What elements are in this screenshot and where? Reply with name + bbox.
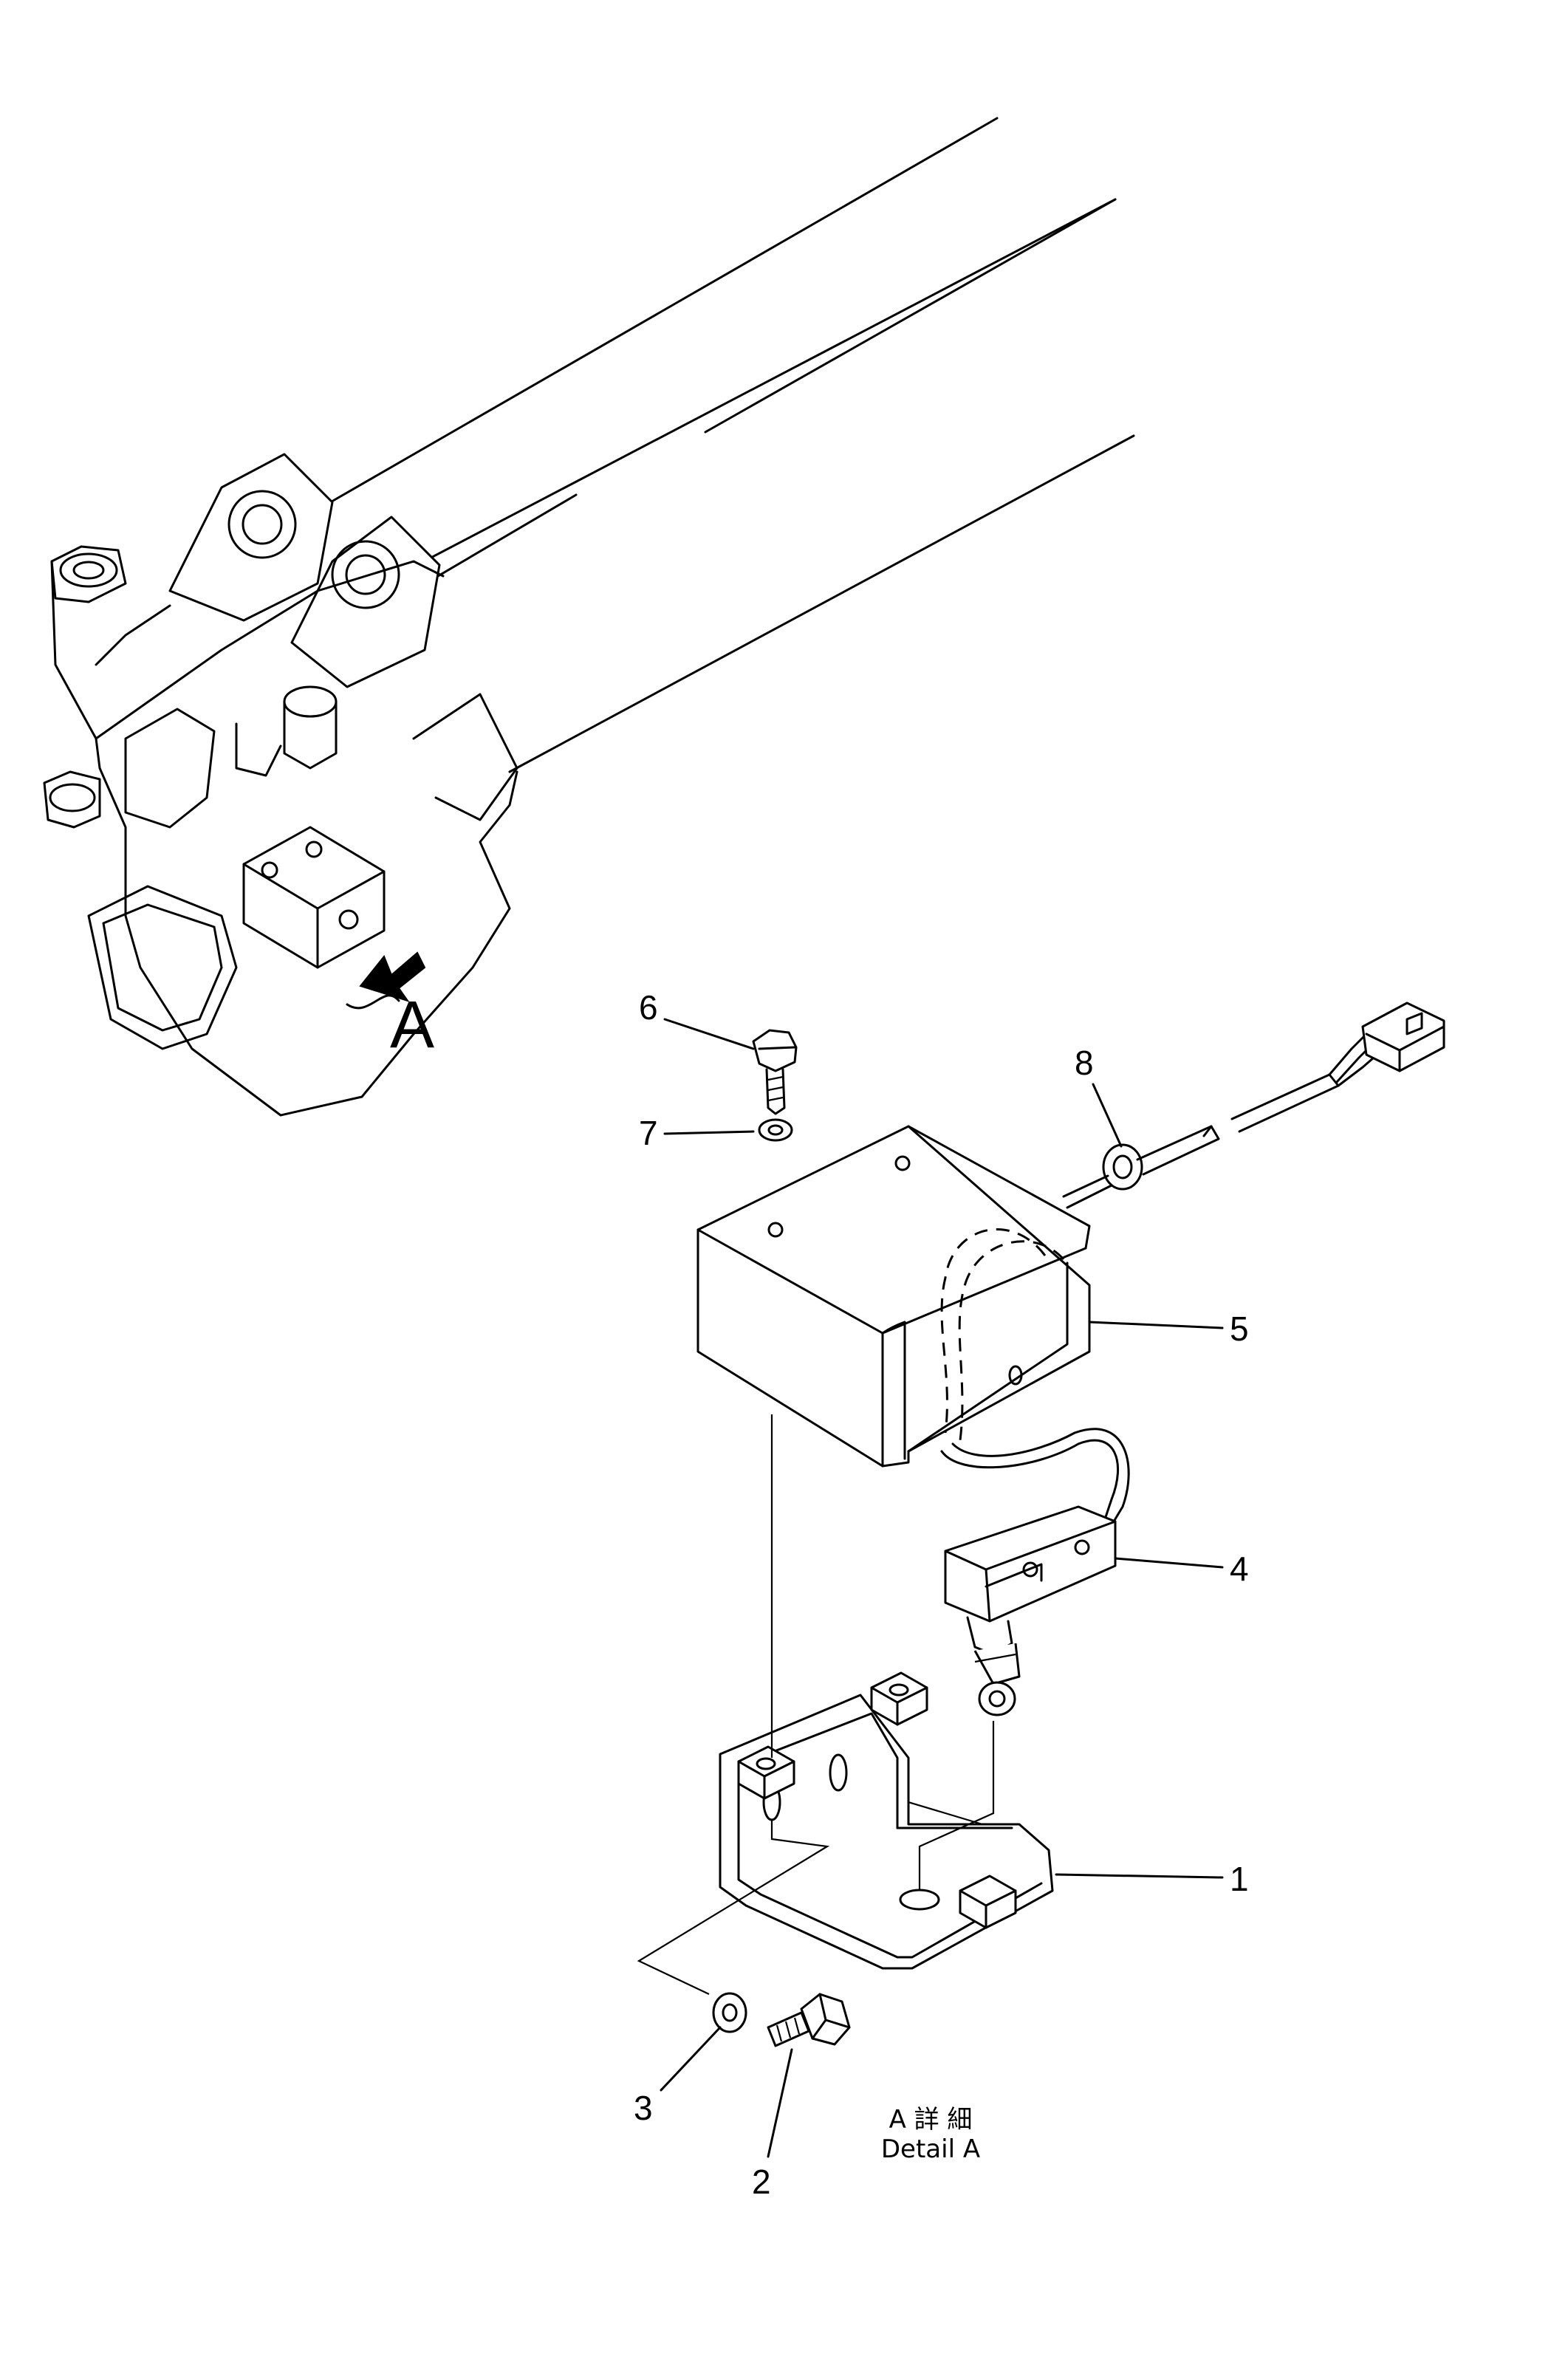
cable-grommet-8	[1062, 1002, 1445, 1209]
callout-4: 4	[1230, 1550, 1249, 1588]
callout-7: 7	[639, 1114, 658, 1152]
limit-switch-4	[944, 1505, 1117, 1716]
caption-english: Detail A	[880, 2134, 981, 2164]
cover-5	[696, 1125, 1130, 1527]
callout-8: 8	[1075, 1044, 1094, 1082]
view-label-a: A	[390, 988, 434, 1062]
leader-lines	[660, 1018, 1224, 2158]
spring-washer-7	[758, 1118, 793, 1142]
callout-6: 6	[639, 988, 658, 1027]
callout-3: 3	[634, 2089, 653, 2127]
bolt-6	[752, 1029, 798, 1115]
caption-japanese: A 詳 細	[889, 2105, 973, 2134]
callout-5: 5	[1230, 1309, 1249, 1348]
callout-1: 1	[1230, 1860, 1249, 1898]
arrow-a-icon	[359, 951, 426, 1002]
detail-caption: A 詳 細 Detail A	[768, 2105, 1093, 2164]
washer-3	[712, 1992, 747, 2033]
bolt-2	[767, 1993, 851, 2047]
boom-arm: A	[43, 117, 1135, 1117]
callout-2: 2	[752, 2163, 771, 2201]
bracket-1	[637, 1414, 1054, 1995]
